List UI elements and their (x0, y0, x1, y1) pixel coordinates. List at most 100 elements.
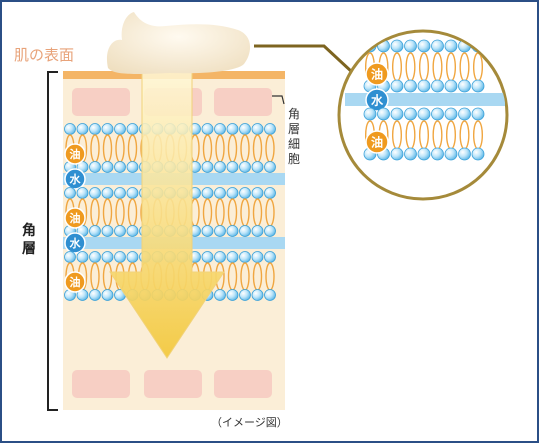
oil-badge (64, 143, 86, 165)
lipid-head (76, 251, 89, 263)
lipid-head (114, 187, 126, 199)
lipid-head (239, 187, 251, 199)
oil-badge (64, 271, 86, 293)
lipid-head (201, 225, 214, 237)
lipid-head (64, 251, 76, 263)
corneocyte-pointer (272, 95, 285, 105)
lipid-head (126, 123, 139, 135)
skin-surface-label: 肌の表面 (14, 46, 74, 64)
oil-badge-label: 油 (371, 66, 383, 81)
lipid-head (201, 187, 214, 199)
lipid-head (76, 187, 89, 199)
lipid-head (239, 289, 251, 301)
lipid-head (114, 123, 126, 135)
lipid-head (201, 251, 214, 263)
corneocyte-char-0: 角 (288, 107, 300, 121)
lipid-head (126, 187, 139, 199)
lipid-head (390, 147, 404, 161)
lipid-head (264, 187, 276, 199)
lipid-head (264, 225, 276, 237)
lipid-head (89, 289, 101, 301)
lipid-head (417, 107, 431, 121)
lipid-head (264, 251, 276, 263)
lipid-head (101, 289, 114, 301)
stratum-char-0: 角 (22, 222, 36, 239)
oil-badge-label: 油 (70, 147, 81, 161)
image-note: （イメージ図） (211, 416, 288, 429)
lipid-head (201, 161, 214, 173)
lipid-head (64, 123, 76, 135)
water-badge (365, 88, 389, 112)
oil-badge-label: 油 (371, 134, 383, 149)
lipid-head (377, 107, 390, 121)
lipid-head (251, 289, 264, 301)
lipid-head (390, 107, 404, 121)
lipid-head (251, 187, 264, 199)
lipid-head (126, 225, 139, 237)
lipid-head (226, 225, 239, 237)
lipid-head (264, 289, 276, 301)
lipid-head (214, 225, 226, 237)
lipid-head (471, 107, 485, 121)
zoom-lamellar-layers: 油水油 (345, 39, 505, 161)
corneocyte-char-1: 層 (288, 122, 300, 136)
lipid-head (363, 107, 377, 121)
lipid-head (444, 147, 458, 161)
lipid-head (404, 107, 417, 121)
lipid-head (64, 187, 76, 199)
lipid-head (89, 123, 101, 135)
lipid-head (226, 123, 239, 135)
lipid-head (251, 225, 264, 237)
water-badge-label: 水 (70, 236, 82, 250)
oil-badge (365, 62, 389, 86)
lipid-head (214, 161, 226, 173)
lipid-head (214, 289, 226, 301)
lipid-head (431, 39, 444, 53)
lipid-head (471, 147, 485, 161)
lipid-head (404, 147, 417, 161)
water-badge-label: 水 (371, 92, 384, 107)
corneocytes-bottom (72, 370, 272, 398)
lipid-head (404, 79, 417, 93)
oil-badge-label: 油 (70, 211, 81, 225)
lipid-head (89, 251, 101, 263)
lipid-head (417, 147, 431, 161)
lipid-head (114, 251, 126, 263)
corneocyte-label: 角 層 細 胞 (288, 107, 300, 166)
lipid-head (214, 251, 226, 263)
oil-badge (64, 207, 86, 229)
lipid-head (226, 187, 239, 199)
down-arrow-icon (109, 69, 225, 359)
lipid-head (444, 79, 458, 93)
lipid-head (226, 251, 239, 263)
lipid-head (264, 123, 276, 135)
lipid-head (239, 161, 251, 173)
zoom-connector (254, 44, 354, 74)
water-badge-label: 水 (70, 172, 82, 186)
stratum-char-1: 層 (22, 241, 36, 257)
lipid-head (417, 79, 431, 93)
lipid-head (226, 289, 239, 301)
oil-badge (365, 130, 389, 154)
lipid-head (101, 161, 114, 173)
lipid-head (251, 161, 264, 173)
lipid-head (76, 123, 89, 135)
lipid-head (114, 225, 126, 237)
lipid-head (89, 225, 101, 237)
lipid-head (239, 225, 251, 237)
lipid-head (390, 79, 404, 93)
lipid-head (201, 123, 214, 135)
lipid-head (404, 39, 417, 53)
lipid-head (458, 147, 471, 161)
lipid-head (251, 251, 264, 263)
lipid-head (458, 107, 471, 121)
water-badge (64, 168, 86, 190)
lipid-head (101, 251, 114, 263)
lipid-head (126, 251, 139, 263)
cream-blob-icon (106, 12, 251, 74)
lipid-head (264, 161, 276, 173)
lipid-head (431, 79, 444, 93)
water-badge (64, 232, 86, 254)
oil-badge-label: 油 (70, 275, 81, 289)
